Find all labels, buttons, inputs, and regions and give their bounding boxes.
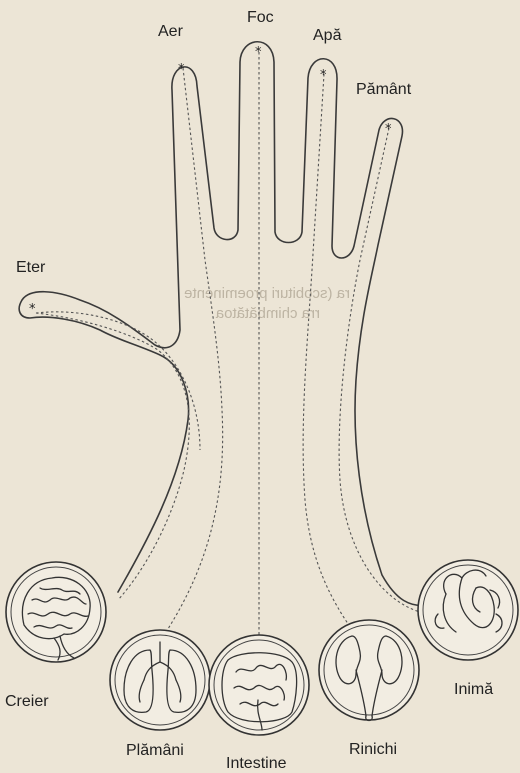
point-earth-icon: *	[385, 122, 392, 137]
label-heart: Inimă	[454, 681, 493, 698]
energy-channels	[36, 52, 420, 640]
hand-outline	[19, 42, 430, 606]
channel-earth	[339, 128, 420, 612]
label-air: Aer	[158, 23, 184, 40]
organ-intestine	[209, 635, 309, 735]
label-fire: Foc	[247, 9, 274, 26]
bleed-line-2: rra chimbătătoa	[215, 305, 320, 322]
organ-lungs	[110, 630, 210, 730]
channel-ether-return	[36, 312, 200, 450]
label-intestine: Intestine	[226, 755, 287, 772]
channel-ether	[36, 313, 189, 600]
organ-heart	[418, 560, 518, 660]
label-brain: Creier	[5, 693, 49, 710]
organ-kidneys	[319, 620, 419, 721]
label-earth: Pământ	[356, 81, 412, 98]
point-water-icon: *	[320, 68, 327, 83]
label-kidneys: Rinichi	[349, 741, 397, 758]
label-water: Apă	[313, 27, 342, 44]
element-labels: Eter Aer Foc Apă Pământ	[16, 9, 412, 276]
bleed-through-text: ra (scobituri proeminente rra chimbătăto…	[184, 285, 350, 322]
point-fire-icon: *	[255, 45, 262, 60]
point-air-icon: *	[178, 62, 185, 77]
label-lungs: Plămâni	[126, 742, 184, 759]
organ-brain	[6, 562, 106, 662]
label-ether: Eter	[16, 259, 46, 276]
point-ether-icon: *	[29, 302, 36, 317]
channel-water	[303, 74, 358, 638]
